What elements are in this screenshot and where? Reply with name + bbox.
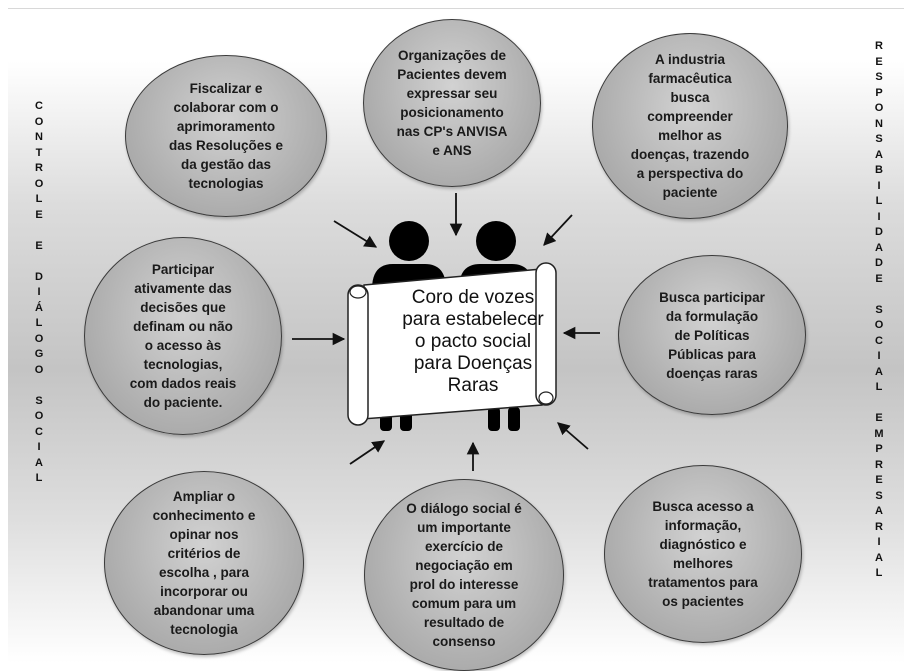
bubble-top-right-text: A industria farmacêutica busca compreend…: [630, 52, 750, 200]
bubble-top-left: Fiscalizar e colaborar com o aprimoramen…: [125, 55, 327, 217]
bubble-top-right: A industria farmacêutica busca compreend…: [592, 33, 788, 219]
bubble-top-center: Organizações de Pacientes devem expressa…: [363, 19, 541, 187]
bubble-bottom-center-text: O diálogo social é um importante exercíc…: [406, 501, 522, 649]
diagram-graphics: [292, 193, 600, 471]
bubble-middle-left: Participar ativamente das decisões que d…: [84, 237, 282, 435]
arrow-bottom-right: [557, 422, 589, 450]
bubble-bottom-right: Busca acesso a informação, diagnóstico e…: [604, 465, 802, 643]
scroll-title-text: Coro de vozes para estabelecer o pacto s…: [402, 287, 544, 396]
arrow-top-right: [543, 214, 573, 246]
bubble-top-left-text: Fiscalizar e colaborar com o aprimoramen…: [168, 81, 284, 191]
left-vertical-label: C O N T R O L E E D I Á L O G O S O C I …: [34, 100, 44, 484]
bubble-top-center-text: Organizações de Pacientes devem expressa…: [396, 48, 508, 158]
scroll-shape: [347, 262, 557, 426]
right-vertical-label: R E S P O N S A B I L I D A D E S O C I …: [874, 40, 884, 579]
bubble-bottom-left: Ampliar o conhecimento e opinar nos crit…: [104, 471, 304, 655]
arrow-bottom-left: [349, 440, 386, 465]
bubble-middle-left-text: Participar ativamente das decisões que d…: [129, 262, 237, 410]
diagram-canvas: C O N T R O L E E D I Á L O G O S O C I …: [8, 8, 904, 671]
bubble-middle-right: Busca participar da formulação de Políti…: [618, 255, 806, 415]
bubble-middle-right-text: Busca participar da formulação de Políti…: [659, 289, 765, 381]
bubble-bottom-center: O diálogo social é um importante exercíc…: [364, 479, 564, 671]
bubble-bottom-left-text: Ampliar o conhecimento e opinar nos crit…: [152, 489, 256, 637]
arrow-top-left: [333, 220, 378, 248]
bubble-bottom-right-text: Busca acesso a informação, diagnóstico e…: [648, 499, 758, 609]
